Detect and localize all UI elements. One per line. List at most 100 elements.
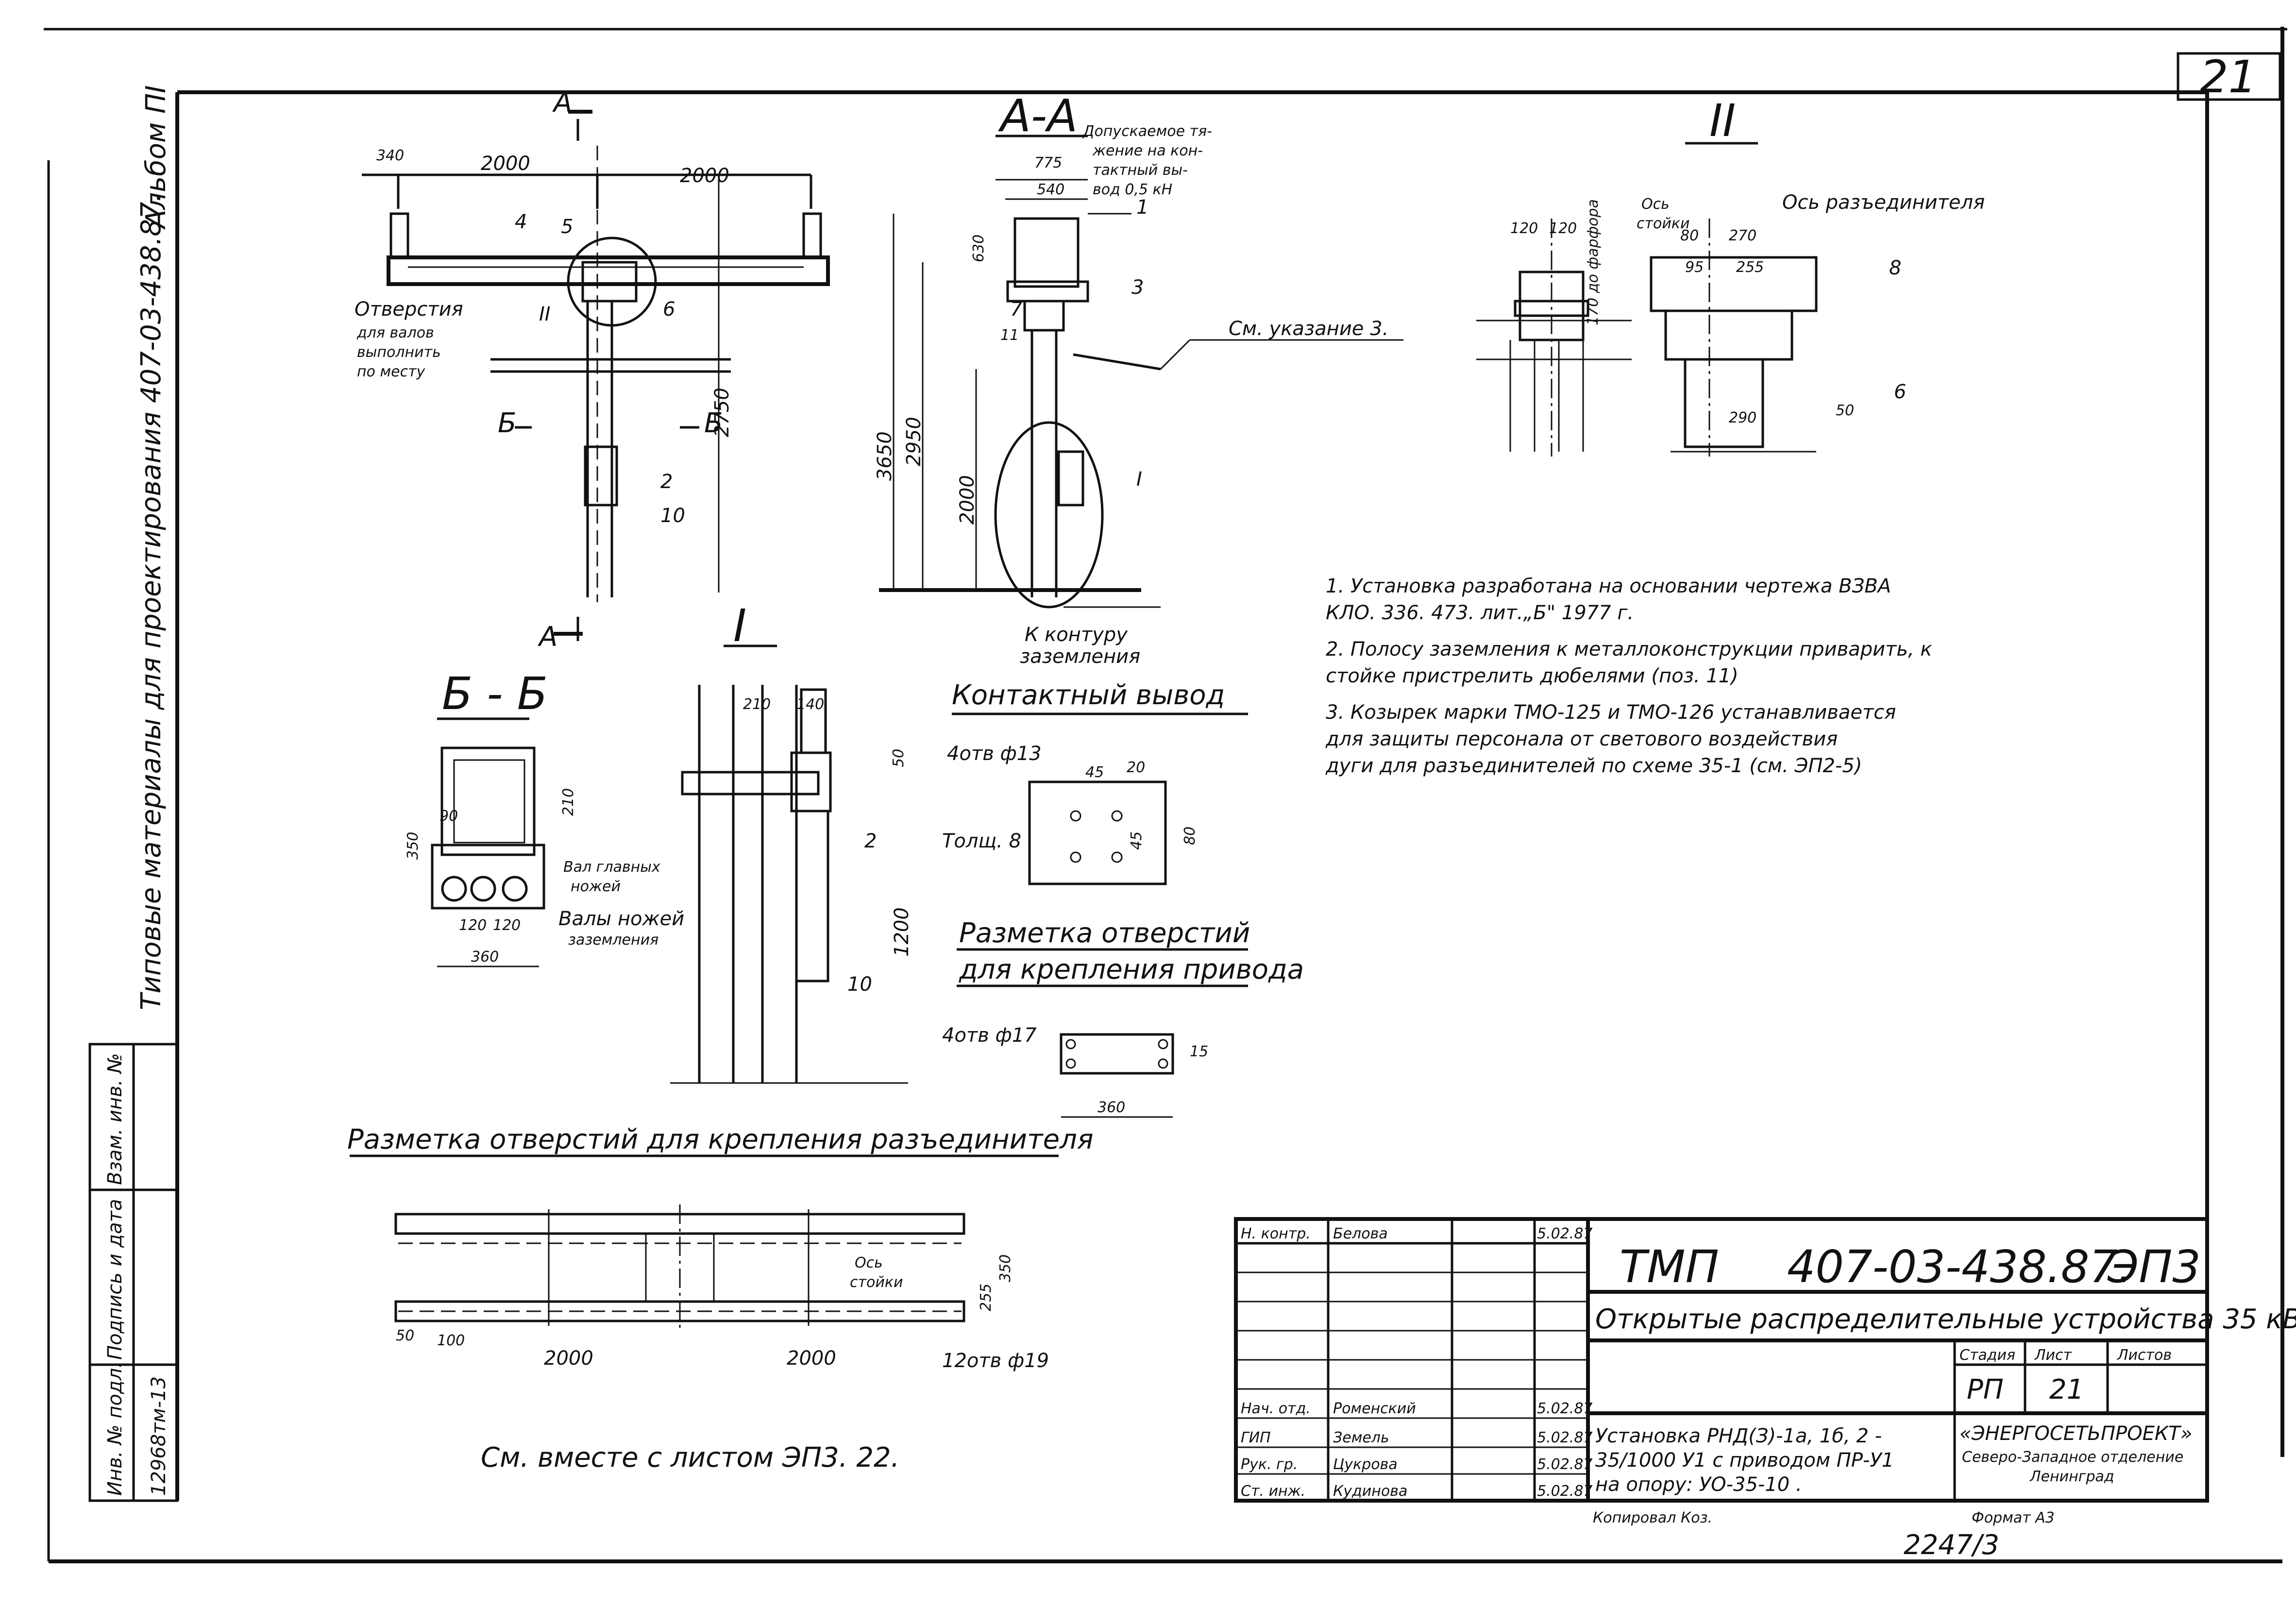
note-line-5: 3. Козырек марки ТМО-125 и ТМО-126 устан… [1326,701,1896,724]
holes-note-4: по месту [357,363,426,380]
aa-dim-540: 540 [1037,181,1064,198]
front-dim-2750: 2750 [711,388,733,437]
tb-name-3: Цукрова [1333,1456,1398,1473]
bb-dim-360: 360 [471,948,499,965]
album-label-group: Альбом ПI [140,85,172,230]
tb-role-0: Н. контр. [1241,1225,1311,1242]
tb-sheet: 21 [2049,1374,2084,1405]
drive-title-2: для крепления привода [959,954,1304,985]
aa-dim-775: 775 [1034,154,1062,171]
tb-sheet-label: Лист [2034,1347,2073,1364]
bb-label-1: Вал главных [563,859,660,876]
tb-sheet-code: ЭП3 [2107,1241,2201,1293]
disc-dim-350: 350 [997,1254,1014,1282]
front-label-10: 10 [660,505,685,527]
disconnector-title: Разметка отверстий для крепления разъеди… [347,1124,1094,1155]
disc-dim-50: 50 [396,1327,414,1344]
tb-desc-2: 35/1000 У1 с приводом ПР-У1 [1595,1449,1894,1472]
sheet-number-corner: 21 [2200,51,2257,103]
aa-label-1: 1 [1136,196,1148,219]
holes-note-2: для валов [356,324,434,341]
ii-dim-255: 255 [1736,259,1764,276]
front-dim-2000a: 2000 [481,152,530,175]
stamp-podpis-label: Подпись и дата [104,1199,126,1360]
section-aa-title: А-А [998,90,1078,142]
bb-dim-120a: 120 [459,917,487,934]
ii-dim-120a: 120 [1510,220,1538,237]
ground-note-1: К контуру [1025,624,1128,646]
vi-dim-140: 140 [796,696,824,713]
stamp-inv-value: 12968тм-13 [148,1376,170,1496]
side-title: Типовые материалы для проектирования 407… [135,193,167,1010]
tb-code: 407-03-438.87. [1787,1241,2132,1293]
disc-label-os: Ось [855,1254,883,1271]
tb-stage: РП [1967,1374,2004,1405]
tb-stage-label: Стадия [1959,1347,2015,1364]
ii-label-os: Ось [1641,196,1670,213]
note-line-1: 1. Установка разработана на основании че… [1326,575,1891,597]
disc-dim-2000a: 2000 [544,1347,593,1370]
tb-archive: 2247/3 [1904,1529,1999,1561]
note-line-4: стойке пристрелить дюбелями (поз. 11) [1326,665,1739,687]
view-ii [1476,142,1818,457]
drive-dim-360: 360 [1097,1099,1125,1116]
section-aa [879,135,1403,609]
pull-note-1: Допускаемое тя- [1082,123,1212,140]
bb-dim-210: 210 [560,788,577,816]
tb-format: Формат А3 [1972,1509,2055,1526]
contact-dim-45b: 45 [1128,831,1145,850]
view-i [670,644,908,1084]
svg-text:А: А [538,621,557,653]
disc-dim-255: 255 [978,1284,995,1311]
disc-holes: 12отв ф19 [942,1350,1049,1372]
tb-role-2: ГИП [1241,1429,1271,1446]
stamp-inv-label: Инв. № подл. [104,1362,126,1496]
aa-dim-3650: 3650 [874,431,896,481]
disc-dim-2000b: 2000 [787,1347,836,1370]
tb-date-2: 5.02.87 [1537,1429,1593,1446]
bb-dim-120b: 120 [493,917,521,934]
aa-dim-630: 630 [970,235,987,262]
tb-name-4: Кудинова [1333,1483,1407,1500]
view-ii-title: II [1709,95,1736,147]
vi-label-2: 2 [864,830,877,852]
disc-label-stoyki: стойки [850,1274,903,1291]
front-dim-340: 340 [376,147,404,164]
svg-text:Б: Б [498,407,516,439]
ii-dim-95: 95 [1685,259,1704,276]
disc-dim-100: 100 [437,1332,465,1349]
front-label-ii: II [539,303,551,325]
tb-org-1: «ЭНЕРГОСЕТЬПРОЕКТ» [1959,1422,2192,1445]
tb-date-1: 5.02.87 [1537,1400,1593,1417]
notes: 1. Установка разработана на основании че… [1325,575,1932,777]
vi-label-10: 10 [847,973,872,996]
see-note: См. указание 3. [1229,318,1388,340]
aa-dim-2950: 2950 [903,417,925,466]
ii-dim-80: 80 [1680,227,1699,244]
see-with: См. вместе с листом ЭП3. 22. [481,1442,899,1473]
holes-note-1: Отверстия [355,298,463,321]
tb-desc-1: Установка РНД(З)-1а, 1б, 2 - [1595,1425,1882,1447]
ii-dim-50: 50 [1836,402,1854,419]
front-view [362,110,830,641]
tb-name-2: Земель [1333,1429,1389,1446]
tb-role-4: Ст. инж. [1241,1483,1305,1500]
note-line-7: дуги для разъединителей по схеме 35-1 (с… [1325,755,1862,777]
bb-dim-350: 350 [405,832,422,860]
note-line-6: для защиты персонала от светового воздей… [1325,728,1838,750]
svg-text:Б: Б [704,407,723,439]
front-label-6: 6 [663,298,675,321]
pull-note-4: вод 0,5 кН [1093,181,1172,198]
bb-label-3: Валы ножей [558,908,684,930]
svg-text:А: А [552,87,572,118]
vi-dim-1200: 1200 [891,907,913,957]
contact-thickness: Толщ. 8 [942,830,1021,852]
note-line-2: КЛО. 336. 473. лит.„Б" 1977 г. [1326,602,1634,624]
aa-label-7: 7 [1010,298,1023,321]
tb-date-4: 5.02.87 [1537,1483,1593,1500]
drive-mount [957,948,1248,1118]
ii-label-6: 6 [1894,381,1906,403]
drive-dim-15: 15 [1190,1043,1208,1060]
tb-date-3: 5.02.87 [1537,1456,1593,1473]
